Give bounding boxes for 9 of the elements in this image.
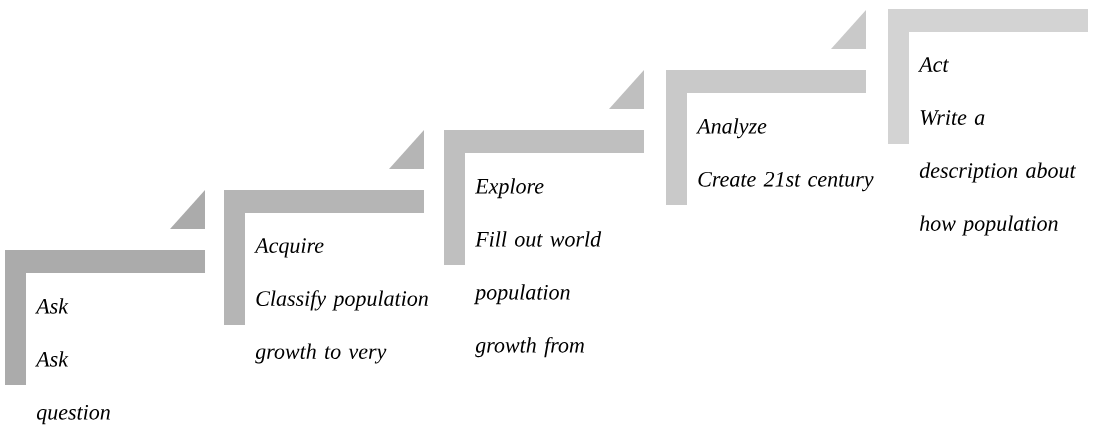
- step-band: Acquire Classify population growth to very: [224, 130, 428, 364]
- step-band: Act Write a description about how population: [888, 9, 1088, 236]
- node-label: population growth from: [473, 284, 584, 358]
- step-band: Analyze Create 21st century: [666, 10, 874, 205]
- node-label: question: [36, 404, 110, 425]
- node-label: growth to very: [255, 343, 387, 364]
- step-band: Ask Ask question: [5, 190, 205, 425]
- node-label: description about how population: [919, 162, 1077, 236]
- step-band: Explore Fill out world population growth from: [444, 70, 644, 358]
